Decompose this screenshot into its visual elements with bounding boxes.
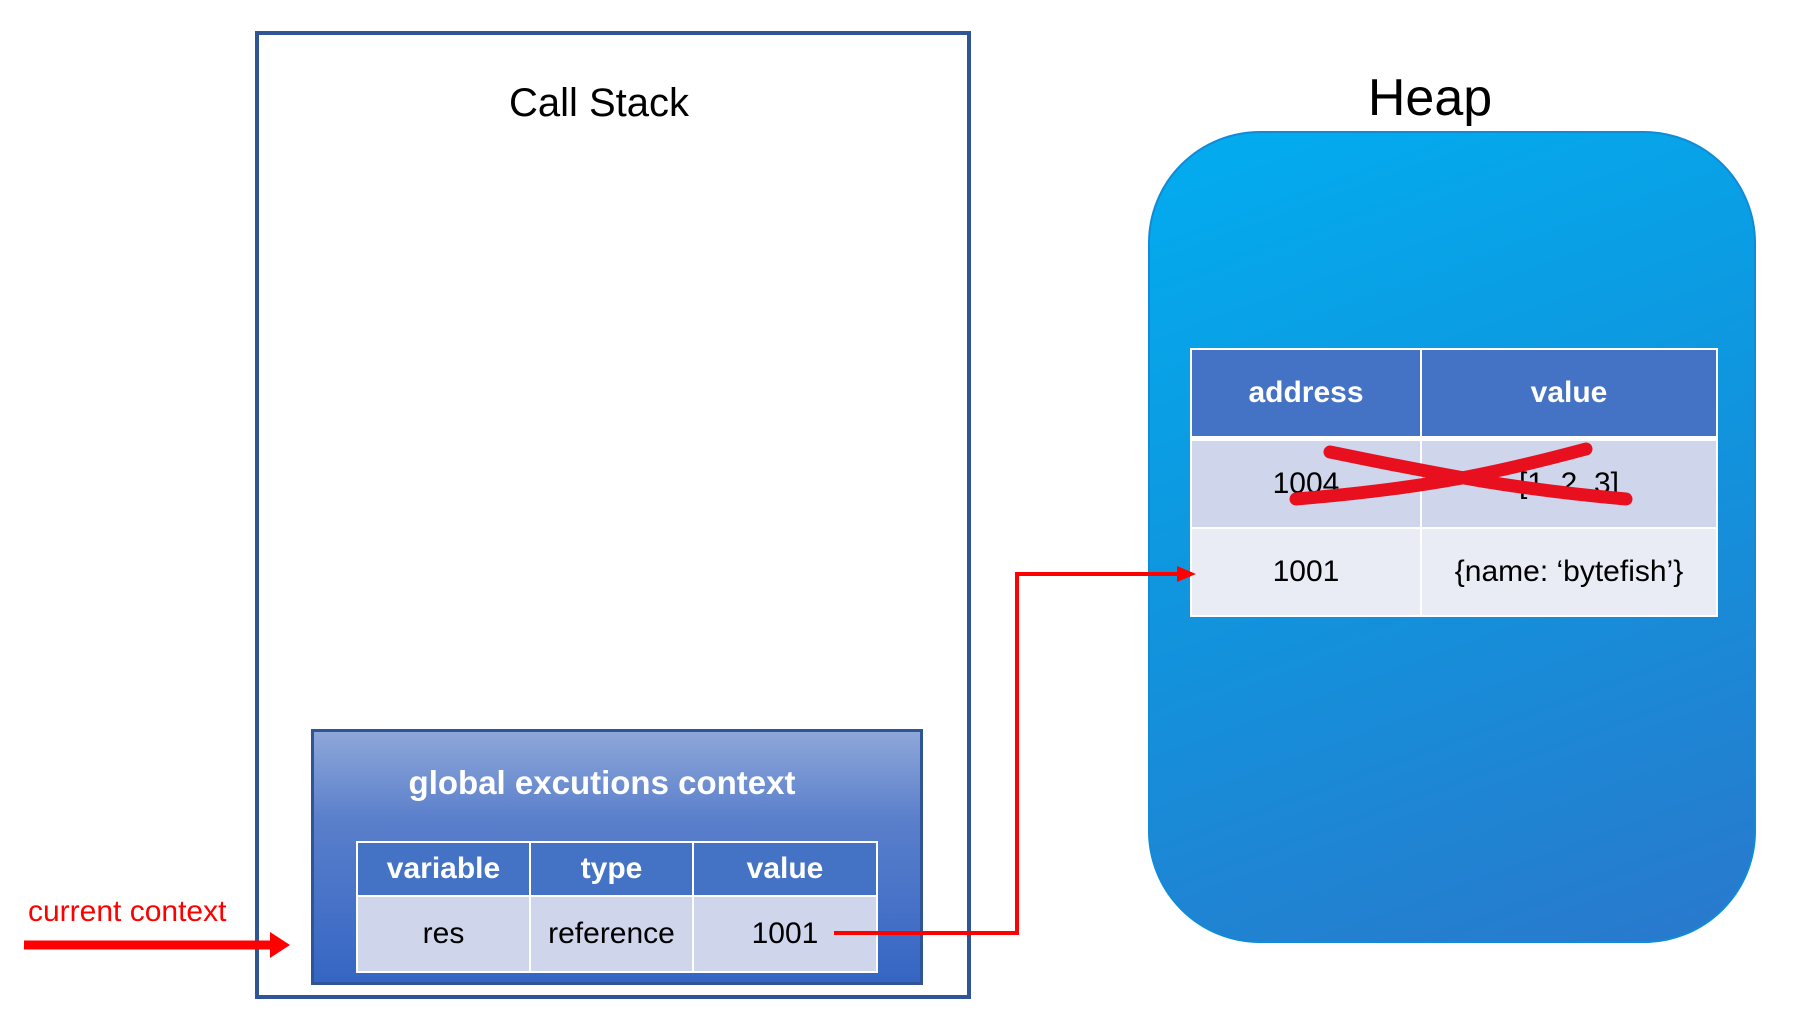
heap-row: 1001 {name: ‘bytefish’} xyxy=(1190,527,1718,617)
context-variable-table: variable type value res reference 1001 xyxy=(356,841,878,973)
heap-row-crossed-out: 1004 [1, 2, 3] xyxy=(1190,437,1718,529)
heap-value-cell: {name: ‘bytefish’} xyxy=(1420,527,1718,617)
column-header-type: type xyxy=(529,841,694,897)
heap-title: Heap xyxy=(1367,69,1493,127)
call-stack-frame: Call Stack global excutions context vari… xyxy=(255,31,971,999)
call-stack-title: Call Stack xyxy=(508,81,690,125)
column-header-value: value xyxy=(692,841,878,897)
table-header-row: variable type value xyxy=(356,841,878,897)
heap-address-cell: 1001 xyxy=(1190,527,1422,617)
column-header-variable: variable xyxy=(356,841,531,897)
column-header-value: value xyxy=(1420,348,1718,441)
variable-name-cell: res xyxy=(356,895,531,973)
current-context-arrow xyxy=(24,932,290,958)
heap-address-table: address value 1004 [1, 2, 3] 1001 {name:… xyxy=(1190,348,1718,617)
table-row: res reference 1001 xyxy=(356,895,878,973)
heap-value-cell: [1, 2, 3] xyxy=(1420,437,1718,529)
global-execution-context: global excutions context variable type v… xyxy=(311,729,923,985)
execution-context-title: global excutions context xyxy=(408,764,796,801)
current-context-label: current context xyxy=(28,895,227,928)
heap-address-cell: 1004 xyxy=(1190,437,1422,529)
variable-value-cell: 1001 xyxy=(692,895,878,973)
variable-type-cell: reference xyxy=(529,895,694,973)
table-header-row: address value xyxy=(1190,348,1718,441)
column-header-address: address xyxy=(1190,348,1422,441)
